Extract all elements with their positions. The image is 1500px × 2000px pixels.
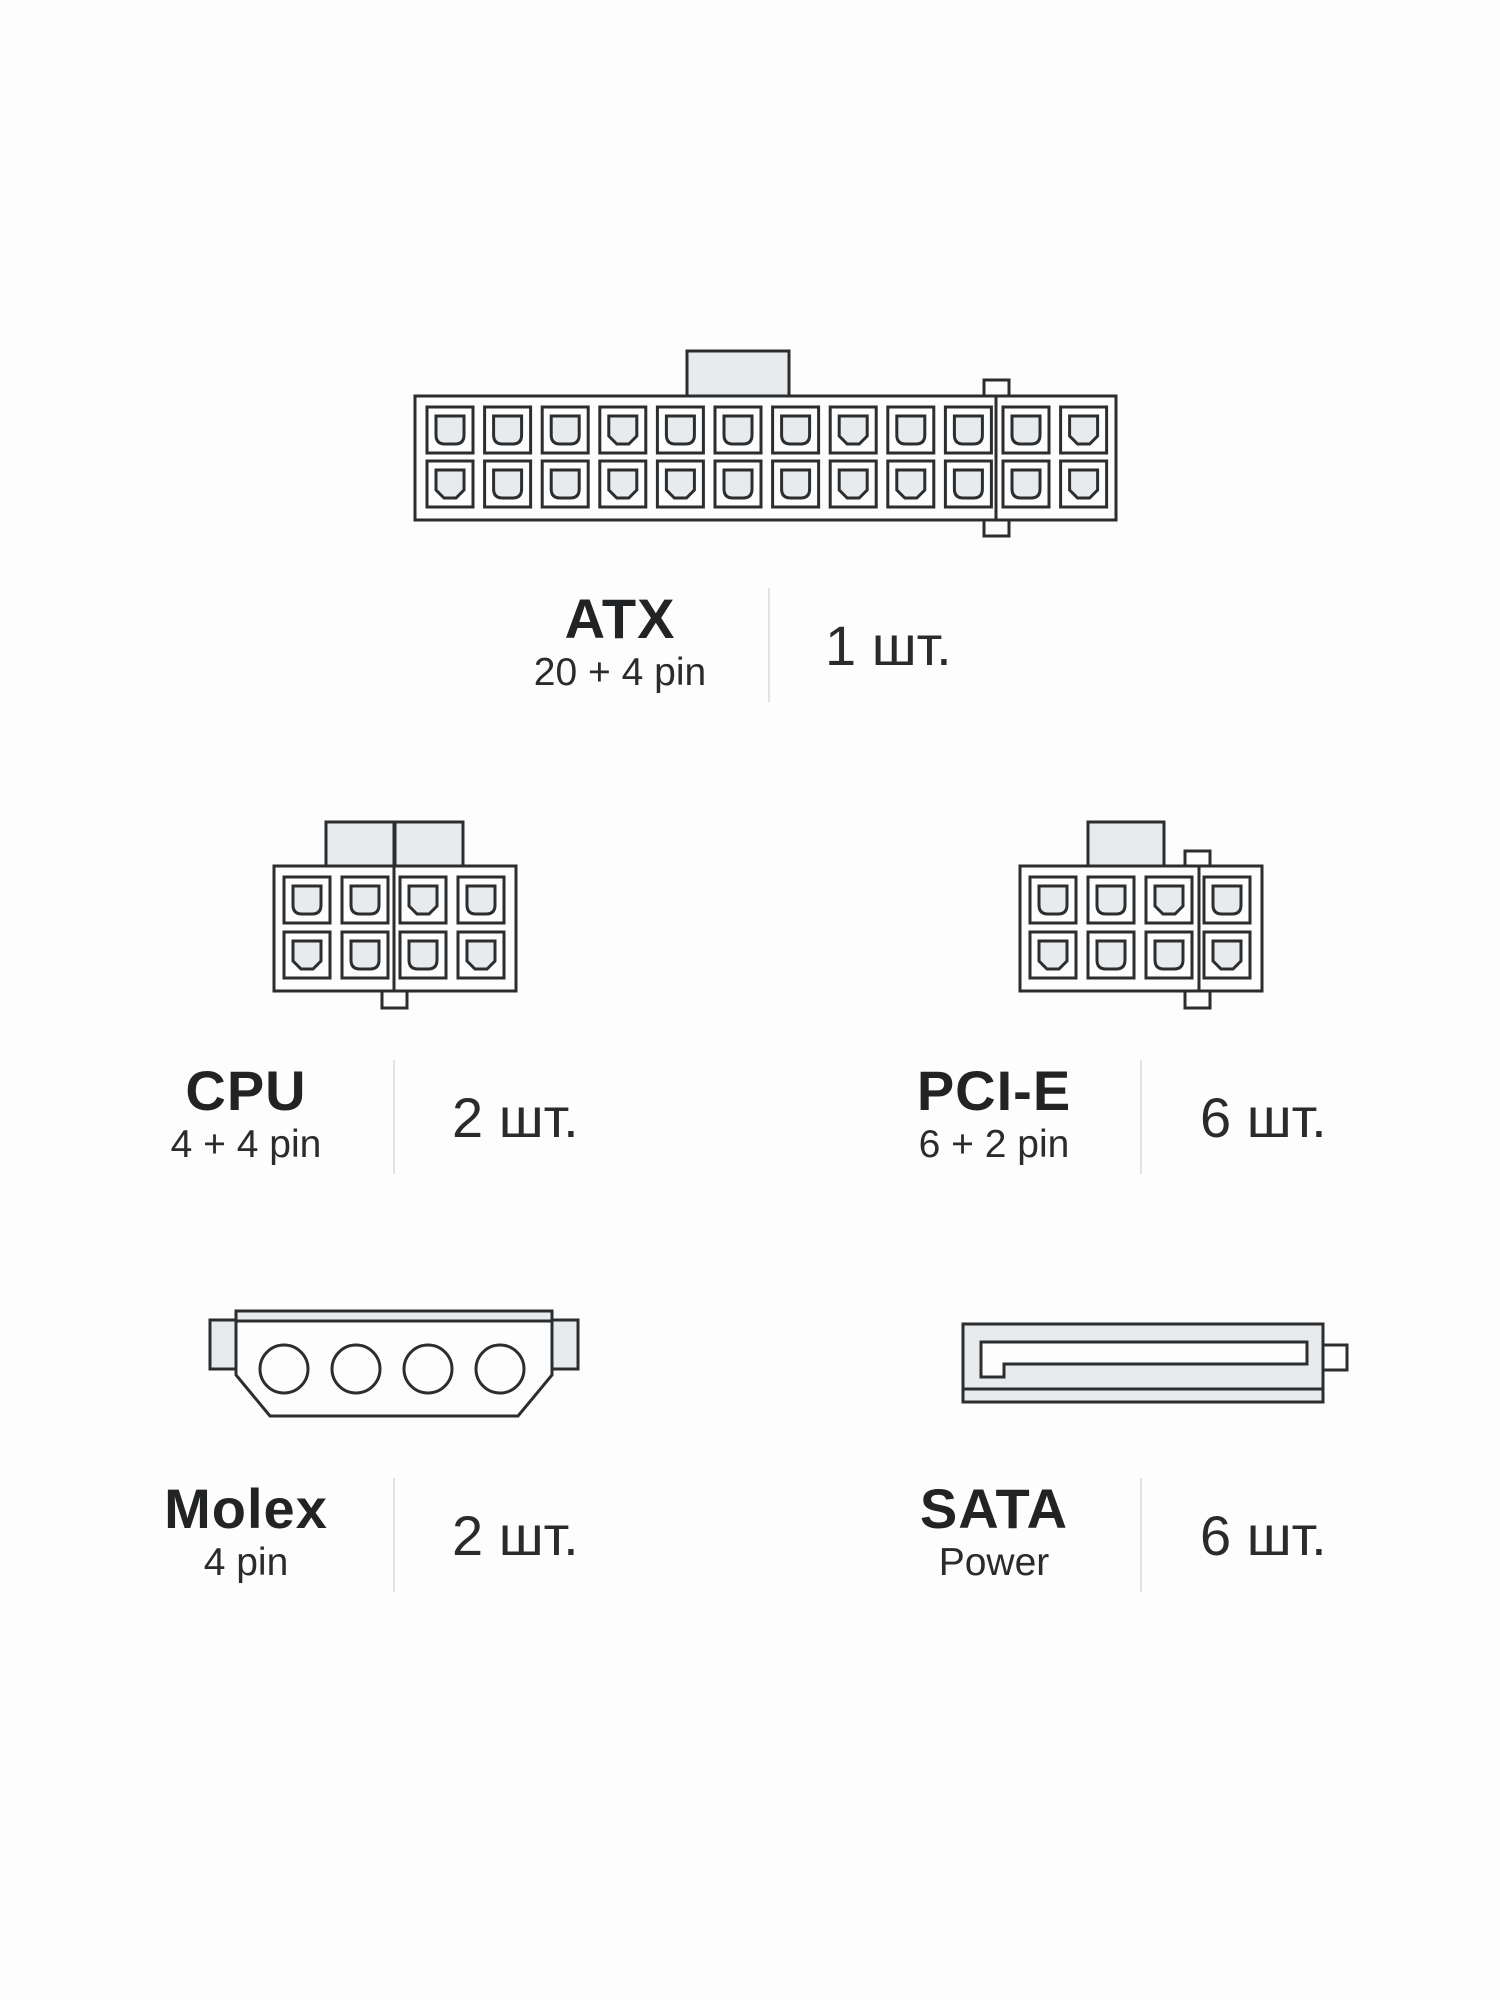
atx-subtitle: 20 + 4 pin (533, 651, 707, 694)
pcie-connector-icon (1018, 820, 1264, 1010)
cpu-divider (393, 1060, 395, 1174)
pcie-pin-top-4 (1202, 875, 1252, 925)
atx-divider (768, 588, 770, 702)
atx-title: ATX (564, 587, 676, 650)
atx-pin-top-3 (540, 405, 590, 455)
pcie-label-group: PCI-E 6 + 2 pin 6 шт. (0, 1060, 1500, 1180)
pcie-pin-bottom-2 (1086, 930, 1136, 980)
atx-pin-top-4 (598, 405, 648, 455)
cpu-title: CPU (185, 1059, 307, 1122)
atx-pin-bottom-5 (655, 459, 705, 509)
atx-pin-top-12 (1059, 405, 1109, 455)
atx-pin-top-11 (1001, 405, 1051, 455)
cpu-pin-top-4 (456, 875, 506, 925)
molex-count: 2 шт. (452, 1504, 579, 1567)
atx-count: 1 шт. (825, 614, 952, 677)
pcie-pin-bottom-1 (1028, 930, 1078, 980)
molex-subtitle: 4 pin (203, 1541, 289, 1584)
sata-connector-icon (961, 1322, 1349, 1404)
pcie-divider (1140, 1060, 1142, 1174)
pcie-pin-top-1 (1028, 875, 1078, 925)
pcie-count: 6 шт. (1200, 1086, 1327, 1149)
atx-pin-bottom-6 (713, 459, 763, 509)
atx-pin-bottom-9 (886, 459, 936, 509)
cpu-pin-top-1 (282, 875, 332, 925)
cpu-pin-top-3 (398, 875, 448, 925)
atx-connector-icon (413, 349, 1118, 538)
atx-pin-top-8 (828, 405, 878, 455)
cpu-subtitle: 4 + 4 pin (170, 1123, 322, 1166)
molex-divider (393, 1478, 395, 1592)
atx-pin-bottom-7 (771, 459, 821, 509)
cpu-pin-top-2 (340, 875, 390, 925)
atx-label-group: ATX 20 + 4 pin 1 шт. (0, 588, 1500, 708)
sata-subtitle: Power (938, 1541, 1050, 1584)
pcie-title: PCI-E (916, 1059, 1072, 1122)
atx-pin-top-7 (771, 405, 821, 455)
atx-pin-bottom-11 (1001, 459, 1051, 509)
molex-label-group: Molex 4 pin 2 шт. (0, 1478, 750, 1598)
sata-title: SATA (919, 1477, 1069, 1540)
pcie-pin-top-2 (1086, 875, 1136, 925)
atx-pin-bottom-8 (828, 459, 878, 509)
atx-pin-bottom-4 (598, 459, 648, 509)
cpu-pin-bottom-2 (340, 930, 390, 980)
cpu-pin-bottom-1 (282, 930, 332, 980)
sata-count: 6 шт. (1200, 1504, 1327, 1567)
atx-pin-bottom-3 (540, 459, 590, 509)
atx-pin-bottom-2 (483, 459, 533, 509)
atx-pin-top-6 (713, 405, 763, 455)
atx-connector-diagram (0, 0, 1500, 560)
cpu-pin-bottom-4 (456, 930, 506, 980)
molex-connector-icon (208, 1309, 580, 1418)
atx-pin-top-5 (655, 405, 705, 455)
pcie-pin-bottom-4 (1202, 930, 1252, 980)
molex-title: Molex (164, 1477, 328, 1540)
pcie-pin-top-3 (1144, 875, 1194, 925)
pcie-pin-bottom-3 (1144, 930, 1194, 980)
atx-pin-top-9 (886, 405, 936, 455)
pcie-subtitle: 6 + 2 pin (918, 1123, 1070, 1166)
cpu-pin-bottom-3 (398, 930, 448, 980)
atx-pin-bottom-10 (943, 459, 993, 509)
atx-pin-bottom-12 (1059, 459, 1109, 509)
sata-label-group: SATA Power 6 шт. (0, 1478, 1500, 1598)
cpu-connector-icon (272, 820, 518, 1010)
atx-pin-bottom-1 (425, 459, 475, 509)
atx-pin-top-10 (943, 405, 993, 455)
sata-divider (1140, 1478, 1142, 1592)
atx-pin-top-2 (483, 405, 533, 455)
atx-pin-top-1 (425, 405, 475, 455)
cpu-count: 2 шт. (452, 1086, 579, 1149)
cpu-label-group: CPU 4 + 4 pin 2 шт. (0, 1060, 750, 1180)
